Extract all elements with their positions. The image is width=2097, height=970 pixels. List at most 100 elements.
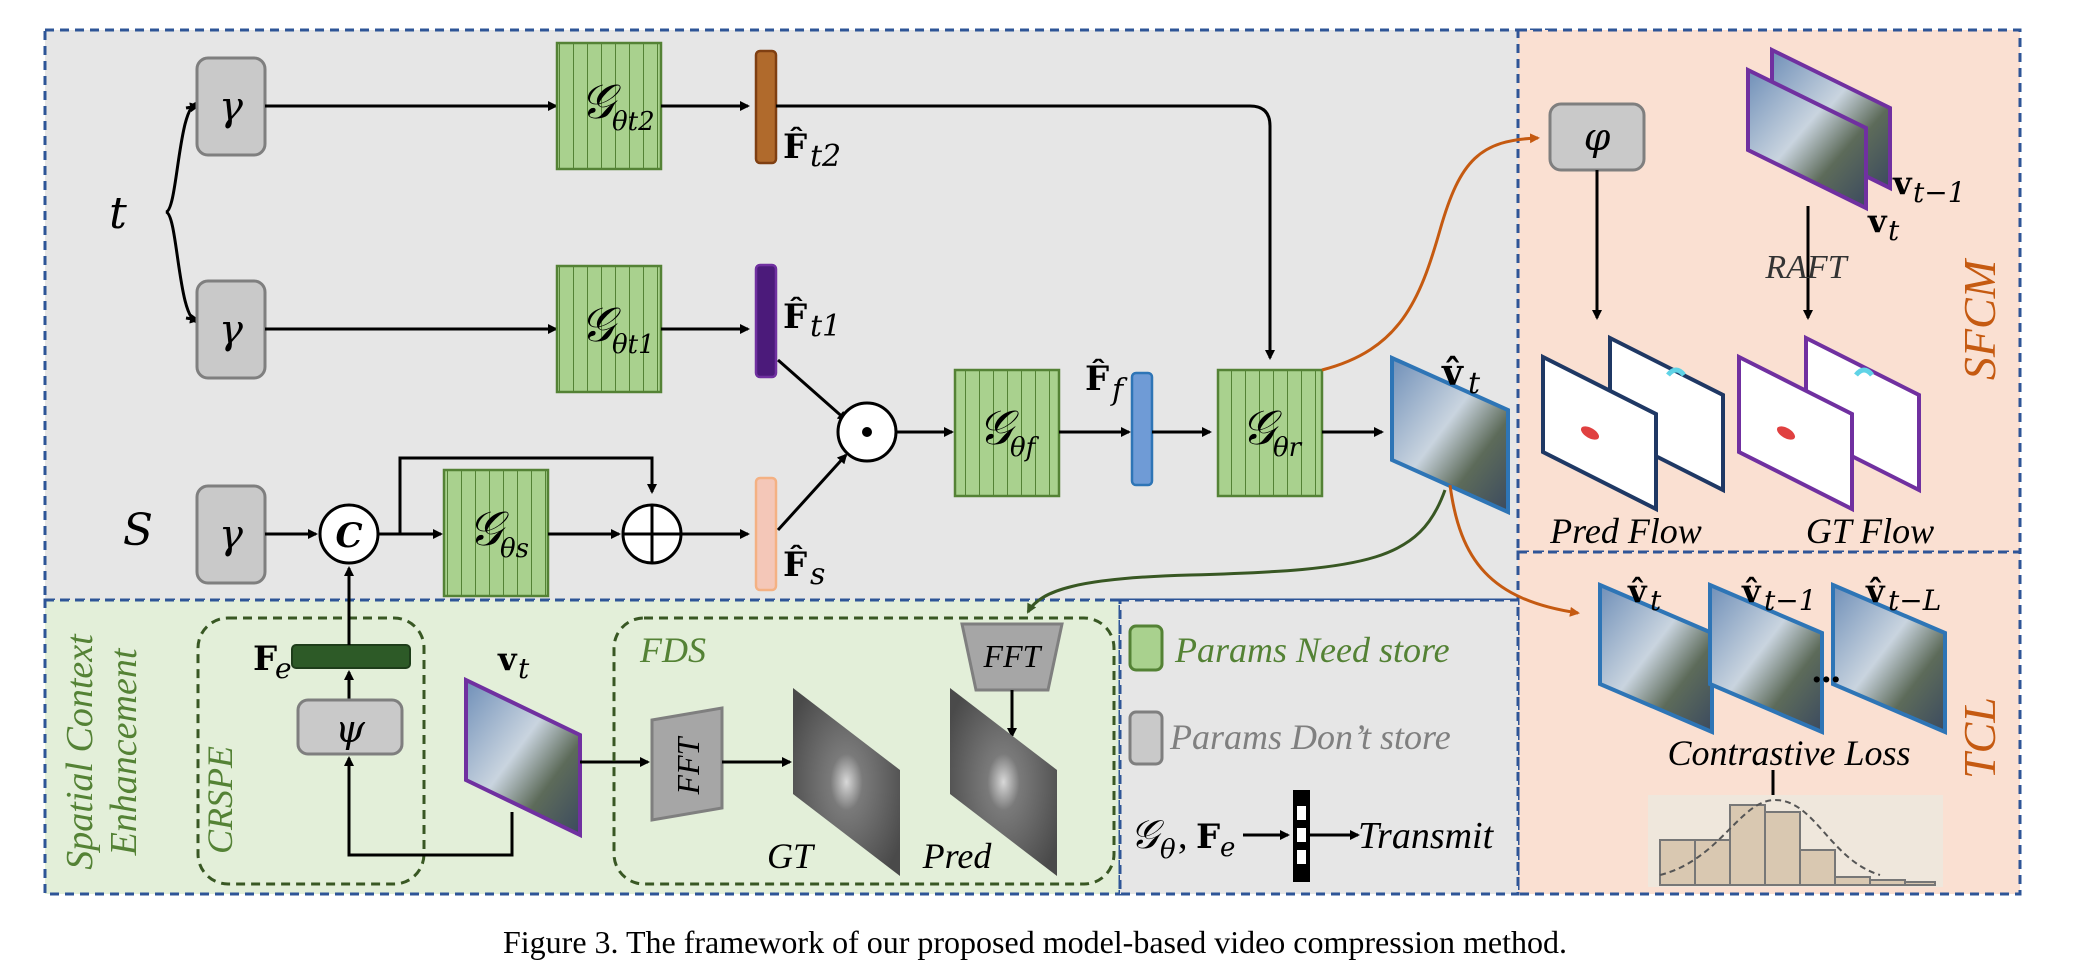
svg-text:γ: γ: [219, 512, 243, 558]
feature-ft1-bar: [754, 263, 778, 379]
svg-text:v: v: [1867, 202, 1888, 240]
gamma-box-t2: γ: [195, 56, 267, 157]
svg-text:F̂: F̂: [783, 544, 807, 585]
legend-dont-text: Params Don’t store: [1169, 717, 1451, 757]
raft-label: RAFT: [1764, 249, 1848, 286]
svg-text:F̂: F̂: [783, 126, 807, 167]
output-label: v̂ t: [1441, 352, 1481, 401]
svg-text:F̂: F̂: [1085, 358, 1109, 399]
mlp-theta-t2: 𝒢 θt2: [555, 41, 663, 171]
label-vt-minus-1: v t−1: [1892, 164, 1966, 209]
tcl-label: TCL: [1954, 697, 2005, 779]
svg-text:ψ: ψ: [335, 707, 366, 751]
figure-caption: Figure 3. The framework of our proposed …: [503, 924, 1567, 960]
input-frames: [1746, 46, 1892, 212]
contrastive-loss-label: Contrastive Loss: [1667, 733, 1910, 773]
label-vt: v t: [1867, 202, 1900, 247]
phi-box: φ: [1548, 102, 1646, 172]
mlp-theta-f: 𝒢 θf: [953, 368, 1061, 498]
fds-box: [612, 616, 1116, 886]
psi-box: ψ: [296, 698, 404, 756]
gamma-box-t1: γ: [195, 279, 267, 380]
feature-ff-bar: [1130, 371, 1154, 487]
mlp-theta-t1: 𝒢 θt1: [555, 264, 663, 394]
tcl-label-vt1: v̂ t−1: [1741, 572, 1817, 617]
pred-spectrum: [950, 688, 1057, 876]
output-frame: [1390, 354, 1510, 516]
crspe-box: [196, 616, 426, 886]
svg-text:t: t: [1650, 584, 1662, 617]
svg-text:θs: θs: [500, 534, 529, 564]
svg-text:γ: γ: [219, 84, 243, 130]
gt-spectrum: [793, 688, 900, 876]
svg-text:t: t: [518, 652, 530, 685]
feature-fs-bar: [754, 476, 778, 592]
svg-text:t: t: [1468, 366, 1481, 401]
bitstream-icon: [1293, 790, 1310, 882]
svg-text:𝒢: 𝒢: [580, 297, 621, 353]
svg-text:e: e: [275, 652, 292, 685]
svg-text:v̂: v̂: [1441, 352, 1464, 394]
sce-vt-frame: [464, 676, 582, 839]
pred-flow-maps: [1541, 334, 1725, 513]
svg-text:t2: t2: [810, 139, 841, 174]
svg-text:𝒢: 𝒢: [978, 400, 1019, 456]
svg-text:FFT: FFT: [670, 735, 706, 795]
feature-ft2-bar: [754, 49, 778, 165]
pred-flow-label: Pred Flow: [1549, 511, 1702, 551]
fds-label: FDS: [639, 630, 706, 670]
fft-block-left: FFT: [650, 706, 724, 822]
svg-text:F: F: [1196, 817, 1220, 857]
tcl-label-vtl: v̂ t−L: [1865, 572, 1941, 617]
svg-text:𝒢: 𝒢: [580, 74, 621, 130]
tcl-frames: [1598, 581, 1947, 736]
svg-text:C: C: [335, 516, 362, 556]
sce-title-1: Spatial Context: [59, 633, 101, 870]
add-node: [621, 503, 683, 565]
concat-node: C: [318, 503, 380, 565]
svg-text:F: F: [253, 639, 277, 679]
legend-store-text: Params Need store: [1174, 630, 1450, 670]
svg-text:e: e: [1220, 833, 1235, 863]
svg-text:θt1: θt1: [612, 330, 655, 360]
svg-text:γ: γ: [219, 307, 243, 353]
svg-text:t−1: t−1: [1913, 176, 1966, 209]
svg-text:F̂: F̂: [783, 296, 807, 337]
svg-text:𝒢: 𝒢: [1241, 400, 1282, 456]
gt-label: GT: [767, 836, 816, 876]
feature-ft1-label: F̂ t1: [783, 296, 841, 344]
feature-fs-label: F̂ s: [783, 544, 825, 592]
loss-histogram: [1648, 795, 1943, 887]
legend-gray-swatch: [1128, 710, 1164, 766]
svg-text:t: t: [1888, 214, 1900, 247]
tcl-dots: ...: [1812, 649, 1841, 691]
svg-text:θ: θ: [1160, 835, 1176, 865]
fe-label: F e: [253, 639, 292, 685]
gt-flow-maps: [1737, 334, 1921, 513]
mlp-theta-r: 𝒢 θr: [1216, 368, 1324, 498]
svg-text:t1: t1: [810, 309, 841, 344]
input-t: t: [109, 188, 127, 239]
sce-title-2: Enhancement: [103, 647, 145, 856]
crspe-label: CRSPE: [200, 746, 240, 854]
svg-text:v: v: [1892, 164, 1913, 202]
svg-text:φ: φ: [1584, 115, 1611, 159]
main-panel: [43, 28, 1552, 602]
svg-text:v̂: v̂: [1627, 572, 1648, 610]
feature-ft2-label: F̂ t2: [783, 126, 841, 174]
fft-block-top: FFT: [960, 622, 1064, 692]
legend-green-swatch: [1128, 624, 1164, 672]
svg-text:θt2: θt2: [612, 107, 655, 137]
svg-text:t−L: t−L: [1888, 584, 1941, 617]
brace-t: [165, 101, 199, 324]
svg-text:v̂: v̂: [1741, 572, 1762, 610]
sce-panel: [43, 598, 1122, 896]
svg-text:t−1: t−1: [1764, 584, 1817, 617]
mlp-theta-s: 𝒢 θs: [442, 468, 550, 598]
svg-text:θr: θr: [1273, 433, 1303, 463]
legend-panel: [1118, 598, 1520, 896]
sfcm-label: SFCM: [1954, 257, 2005, 380]
svg-text:v: v: [497, 640, 518, 678]
hadamard-node: [836, 401, 898, 463]
pred-label: Pred: [922, 836, 993, 876]
